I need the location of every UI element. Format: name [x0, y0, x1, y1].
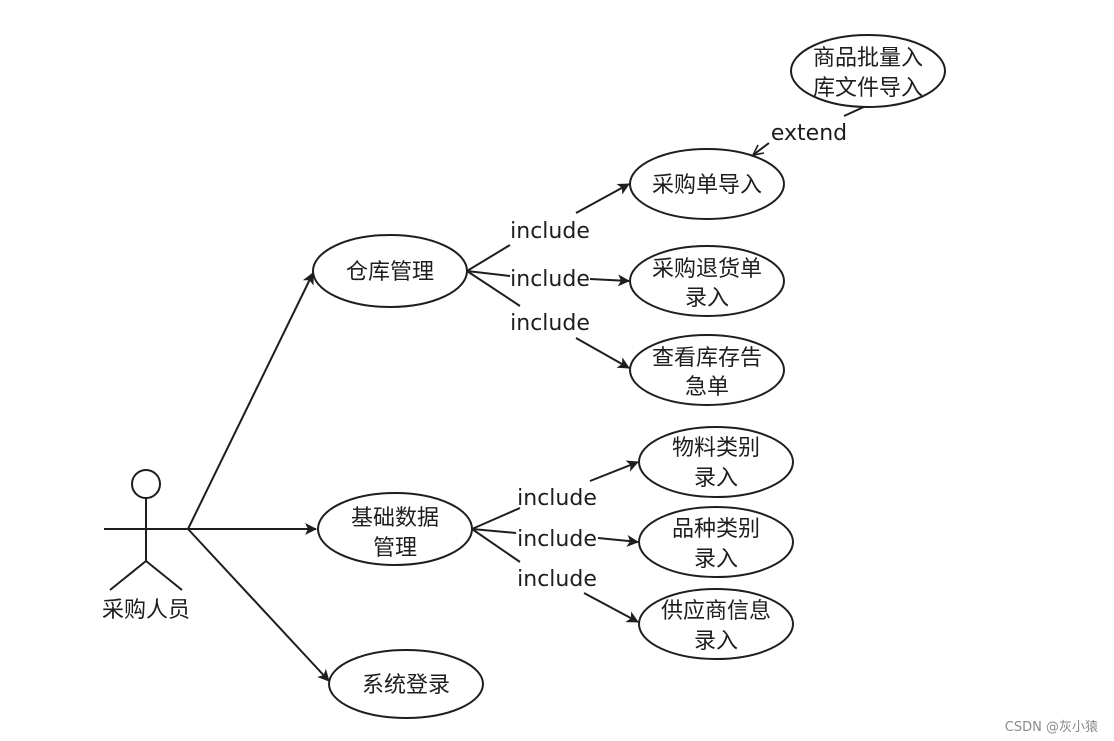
edge-include-material-a: [471, 507, 521, 530]
usecase-supplier-info-label-line2: 录入: [694, 629, 738, 654]
usecase-system-login-label: 系统登录: [362, 673, 450, 698]
include-label-stock-alert: include: [510, 311, 590, 336]
edge-include-supplier-b: [583, 592, 639, 623]
usecase-supplier-info-label-line1: 供应商信息: [661, 599, 771, 624]
actor-left-leg: [109, 560, 147, 591]
edge-include-supplier-a: [471, 528, 521, 563]
usecase-material-type-entry: 物料类别 录入: [638, 426, 794, 498]
include-label-material: include: [517, 486, 597, 511]
edge-include-po-import-b: [575, 183, 630, 214]
edge-extend-batch-import-b: [753, 142, 770, 155]
actor-head: [131, 469, 161, 499]
edge-include-stock-alert-a: [466, 270, 521, 307]
actor-purchaser: 采购人员: [102, 469, 190, 623]
edge-include-po-return-b: [589, 274, 630, 287]
usecase-po-import-label: 采购单导入: [652, 173, 762, 198]
usecase-material-type-label-line2: 录入: [694, 466, 738, 491]
watermark-text: CSDN @灰小猿: [1005, 720, 1098, 735]
usecase-material-type-label-line1: 物料类别: [672, 436, 760, 461]
usecase-po-return-entry: 采购退货单 录入: [629, 245, 785, 317]
usecase-supplier-info-entry: 供应商信息 录入: [638, 588, 794, 660]
edge-include-po-import-a: [466, 244, 511, 272]
edge-actor-warehouse: [187, 272, 314, 530]
usecase-system-login: 系统登录: [328, 649, 484, 719]
actor-label: 采购人员: [102, 598, 190, 623]
include-label-supplier: include: [517, 567, 597, 592]
usecase-variety-type-entry: 品种类别 录入: [638, 506, 794, 578]
edge-include-stock-alert-b: [575, 337, 630, 369]
usecase-warehouse-management-label: 仓库管理: [346, 260, 434, 285]
edge-include-material-b: [589, 460, 639, 482]
usecase-variety-type-label-line1: 品种类别: [672, 517, 760, 542]
usecase-po-return-label-line2: 录入: [685, 286, 729, 311]
edge-include-variety-b: [597, 534, 639, 547]
usecase-po-import: 采购单导入: [629, 148, 785, 220]
usecase-basic-data-label-line1: 基础数据: [351, 506, 439, 531]
edge-include-variety-a: [471, 528, 517, 534]
edge-actor-login: [187, 528, 330, 682]
usecase-stock-alert-label-line1: 查看库存告: [652, 346, 762, 371]
edge-include-po-return-a: [466, 270, 511, 277]
usecase-batch-import: 商品批量入 库文件导入: [790, 34, 946, 108]
usecase-warehouse-management: 仓库管理: [312, 234, 468, 308]
usecase-basic-data-label-line2: 管理: [373, 536, 417, 561]
actor-right-leg: [145, 560, 183, 591]
extend-label: extend: [771, 121, 847, 146]
include-label-po-return: include: [510, 267, 590, 292]
usecase-batch-import-label-line2: 库文件导入: [813, 76, 923, 101]
usecase-stock-alert-label-line2: 急单: [685, 375, 729, 400]
usecase-variety-type-label-line2: 录入: [694, 547, 738, 572]
usecase-stock-alert: 查看库存告 急单: [629, 334, 785, 406]
usecase-basic-data-management: 基础数据 管理: [317, 492, 473, 566]
include-label-variety: include: [517, 527, 597, 552]
usecase-po-return-label-line1: 采购退货单: [652, 257, 762, 282]
usecase-batch-import-label-line1: 商品批量入: [813, 46, 923, 71]
include-label-po-import: include: [510, 219, 590, 244]
